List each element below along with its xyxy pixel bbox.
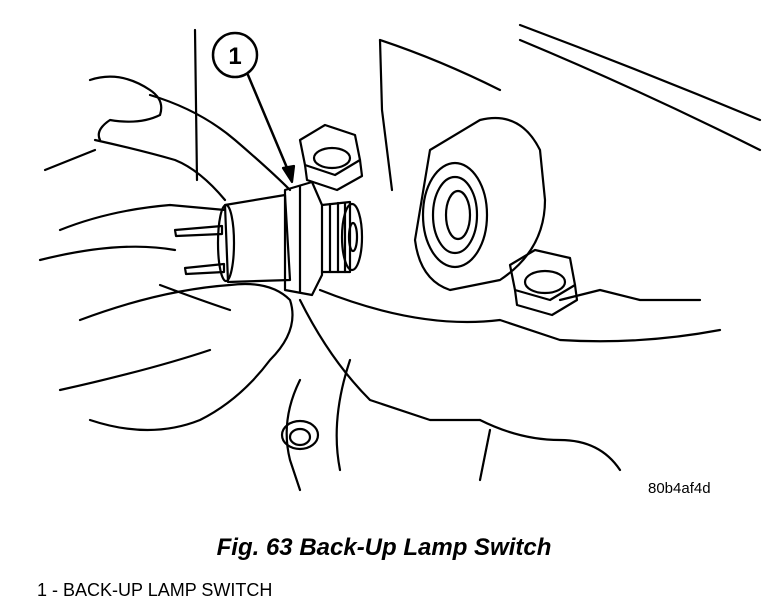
back-up-lamp-switch-illustration: 1 [38,23,762,492]
callout-number: 1 [228,43,241,70]
lower-bolt [508,248,579,317]
switch-port-boss [413,116,547,292]
figure-caption: Fig. 63 Back-Up Lamp Switch [216,534,552,561]
transmission-case [193,23,762,492]
callout-leader-line [246,73,292,177]
case-drain-hole [280,419,320,451]
callout-arrowhead [281,164,296,184]
back-up-lamp-switch [173,180,364,297]
legend-item: 1 - BACK-UP LAMP SWITCH [37,580,273,600]
callout-1: 1 [211,31,296,184]
figure-id: 80b4af4d [648,480,711,497]
upper-bolt [298,123,364,192]
hands [38,75,294,432]
